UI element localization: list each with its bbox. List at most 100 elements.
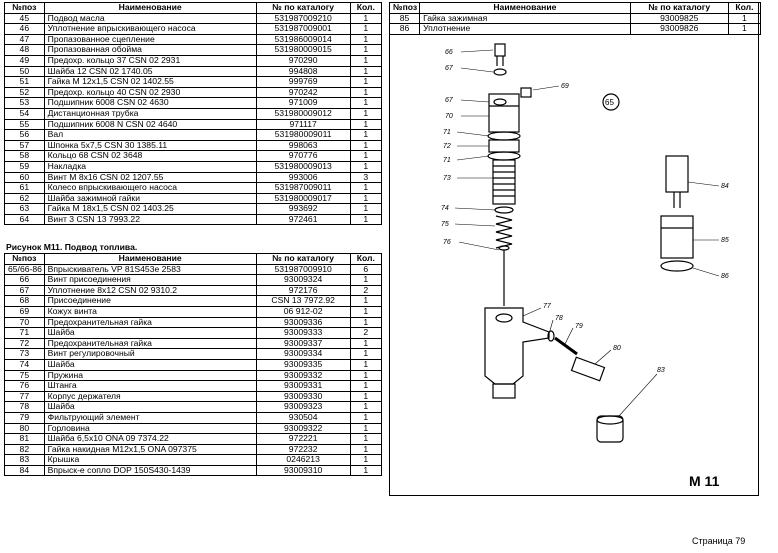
label-72: 72: [443, 143, 451, 150]
cell-name: Гайка М 12х1,5 CSN 02 1402.55: [43, 76, 257, 88]
part-67-washer: [493, 68, 507, 76]
cell-qty: 1: [349, 369, 383, 382]
cell-catalog: 531987009001: [255, 23, 351, 35]
cell-qty: 1: [349, 33, 383, 46]
cell-catalog: 970290: [255, 54, 351, 67]
cell-name: Штанга: [43, 380, 257, 392]
cell-catalog: 93009333: [255, 327, 351, 339]
cell-pos: 73: [4, 348, 45, 360]
cell-name: Предохранительная гайка: [43, 316, 257, 329]
cell-catalog: 531987009210: [255, 12, 351, 25]
cell-pos: 46: [4, 23, 45, 35]
cell-name: Уплотнение: [419, 23, 631, 35]
cell-name: Пропазованная обойма: [43, 44, 257, 56]
figure-code: М 11: [689, 473, 720, 489]
cell-pos: 84: [4, 464, 45, 477]
label-66: 66: [445, 49, 453, 56]
header-pos: №поз: [4, 253, 45, 265]
cell-qty: 1: [349, 107, 383, 120]
cell-catalog: 994808: [255, 65, 351, 78]
cell-qty: 1: [349, 401, 383, 413]
label-74: 74: [441, 205, 449, 212]
cell-catalog: 93009323: [255, 401, 351, 413]
cell-pos: 75: [4, 369, 45, 382]
cell-qty: 2: [349, 284, 383, 297]
cell-name: Уплотнение впрыскивающего насоса: [43, 23, 257, 35]
header-name: Наименование: [43, 253, 257, 265]
cell-catalog: 531980009012: [255, 107, 351, 120]
cell-name: Винт М 8х16 CSN 02 1207.55: [43, 171, 257, 184]
cell-qty: 1: [349, 118, 383, 131]
cell-qty: 1: [349, 139, 383, 152]
cell-catalog: 972221: [255, 433, 351, 445]
cell-name: Кожух винта: [43, 305, 257, 318]
cell-qty: 1: [349, 411, 383, 424]
cell-qty: 1: [349, 295, 383, 307]
cell-catalog: 993006: [255, 171, 351, 184]
cell-qty: 1: [349, 348, 383, 360]
cell-qty: 1: [349, 54, 383, 67]
cell-pos: 78: [4, 401, 45, 413]
cell-catalog: 930504: [255, 411, 351, 424]
cell-pos: 54: [4, 107, 45, 120]
cell-qty: 1: [349, 192, 383, 205]
header-pos: №поз: [388, 2, 421, 14]
cell-pos: 80: [4, 422, 45, 435]
cell-pos: 74: [4, 358, 45, 371]
cell-catalog: 998063: [255, 139, 351, 152]
part-85-clamp-nut: [660, 215, 694, 259]
header-name: Наименование: [43, 2, 257, 14]
cell-pos: 56: [4, 129, 45, 141]
table-header-row: №поз Наименование № по каталогу Кол.: [4, 253, 383, 265]
cell-pos: 85: [388, 12, 421, 25]
cell-catalog: 970242: [255, 86, 351, 99]
cell-name: Впрыск-е сопло DOP 150S430-1439: [43, 464, 257, 477]
cell-qty: 1: [349, 213, 383, 226]
cell-catalog: 531980009013: [255, 160, 351, 173]
cell-catalog: 93009331: [255, 380, 351, 392]
cell-catalog: 531987009011: [255, 182, 351, 194]
cell-qty: 1: [349, 76, 383, 88]
cell-catalog: 972461: [255, 213, 351, 226]
cell-name: Предохранительная гайка: [43, 337, 257, 350]
page-number: Страница 79: [692, 536, 746, 546]
cell-pos: 50: [4, 65, 45, 78]
part-78-washer: [547, 330, 555, 342]
label-77: 77: [543, 303, 552, 310]
label-80: 80: [613, 345, 621, 352]
cell-catalog: 531980009015: [255, 44, 351, 56]
label-76: 76: [443, 239, 451, 246]
cell-catalog: 93009330: [255, 390, 351, 403]
header-pos: №поз: [4, 2, 45, 14]
cell-pos: 59: [4, 160, 45, 173]
cell-pos: 77: [4, 390, 45, 403]
table-header-row: №поз Наименование № по каталогу Кол.: [388, 2, 762, 14]
label-69: 69: [561, 83, 569, 90]
cell-name: Вал: [43, 129, 257, 141]
label-84: 84: [721, 183, 729, 190]
cell-pos: 60: [4, 171, 45, 184]
cell-pos: 57: [4, 139, 45, 152]
part-86-seal: [660, 260, 694, 272]
cell-name: Крышка: [43, 454, 257, 466]
header-qty: Кол.: [349, 2, 383, 14]
cell-pos: 66: [4, 274, 45, 286]
cell-qty: 1: [349, 422, 383, 435]
label-65: 65: [605, 98, 614, 107]
cell-pos: 70: [4, 316, 45, 329]
